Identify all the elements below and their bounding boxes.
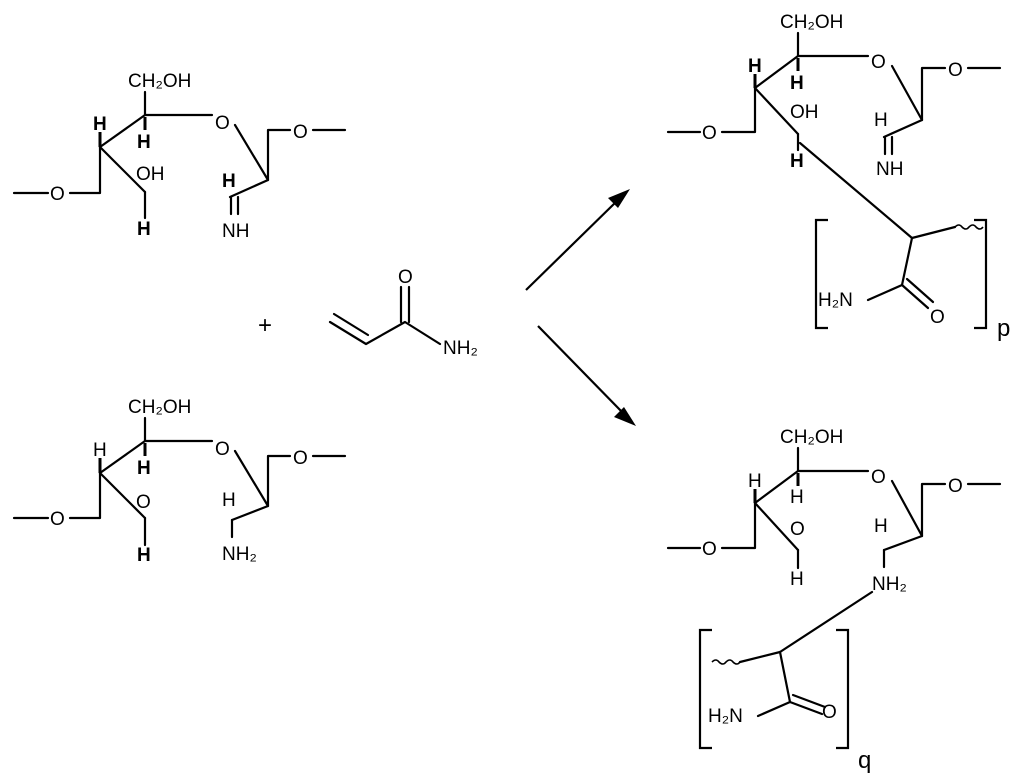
r2-h-upper-left: H bbox=[93, 440, 107, 461]
plus-sign: + bbox=[258, 312, 272, 339]
r2-h-under-ch2oh: H bbox=[137, 458, 151, 479]
p2-h-upper-left: H bbox=[748, 471, 762, 492]
p1-h-lower: H bbox=[790, 151, 804, 172]
p2-ring-oxygen: O bbox=[871, 467, 886, 488]
p1-carbonyl-oxygen: O bbox=[930, 307, 945, 328]
p2-nh2-label: NH₂ bbox=[872, 574, 907, 595]
acrylamide-nh2: NH₂ bbox=[443, 338, 478, 359]
p2-repeat-subscript-q: q bbox=[858, 747, 871, 774]
p1-nh-label: NH bbox=[876, 159, 903, 180]
p2-right-oxygen: O bbox=[948, 476, 963, 497]
p1-h-on-imine-carbon: H bbox=[874, 110, 888, 131]
acrylamide: O NH₂ bbox=[328, 267, 478, 359]
r1-ring-oxygen: O bbox=[215, 113, 230, 134]
p2-h-under-ch2oh: H bbox=[790, 487, 804, 508]
p2-bracket-left bbox=[698, 628, 712, 750]
r1-nh-label: NH bbox=[222, 221, 249, 242]
r2-ring-oxygen-left: O bbox=[50, 509, 65, 530]
p1-right-oxygen: O bbox=[948, 60, 963, 81]
reaction-arrow-lower bbox=[537, 325, 636, 426]
p2-h-lower: H bbox=[790, 569, 804, 590]
p2-bracket-right bbox=[836, 628, 850, 750]
p1-repeat-subscript-p: p bbox=[997, 315, 1010, 342]
reactant-amine-unit: O CH₂OH O O H H H O H NH₂ bbox=[12, 397, 347, 566]
p1-h2n-label: H₂N bbox=[818, 290, 853, 311]
r2-h-on-amine-carbon: H bbox=[222, 490, 236, 511]
p1-ch2oh-label: CH₂OH bbox=[780, 12, 843, 33]
p2-h-on-amine-carbon: H bbox=[874, 516, 888, 537]
r1-h-lower: H bbox=[137, 219, 151, 240]
acrylamide-oxygen: O bbox=[398, 267, 413, 288]
r1-h-under-ch2oh: H bbox=[137, 132, 151, 153]
p2-o-radical-label: O bbox=[790, 519, 805, 540]
r2-h-lower: H bbox=[137, 545, 151, 566]
p1-h-under-ch2oh: H bbox=[790, 73, 804, 94]
r2-right-oxygen: O bbox=[293, 448, 308, 469]
r2-o-radical-label: O bbox=[136, 492, 151, 513]
r1-h-upper-left: H bbox=[93, 114, 107, 135]
product-amine-graft: O CH₂OH O O H H O H H NH₂ H₂N O q bbox=[666, 427, 1002, 774]
p2-carbonyl-oxygen: O bbox=[822, 702, 837, 723]
r1-ring-oxygen-left: O bbox=[50, 184, 65, 205]
p1-ring-oxygen: O bbox=[871, 52, 886, 73]
r1-h-on-imine-carbon: H bbox=[222, 171, 236, 192]
p1-bracket-left bbox=[814, 218, 828, 330]
r1-oh-label: OH bbox=[136, 164, 165, 185]
p2-ch2oh-label: CH₂OH bbox=[780, 427, 843, 448]
p2-h2n-label: H₂N bbox=[708, 706, 743, 727]
product-imine-graft: O CH₂OH O O H H OH H H NH H₂N O p bbox=[666, 12, 1010, 342]
p1-oh-label: OH bbox=[790, 102, 819, 123]
reaction-arrow-upper bbox=[525, 189, 630, 291]
r1-right-oxygen: O bbox=[293, 122, 308, 143]
p1-ring-oxygen-left: O bbox=[702, 123, 717, 144]
p1-h-upper-left: H bbox=[748, 56, 762, 77]
r2-nh2-label: NH₂ bbox=[222, 544, 257, 565]
p1-bracket-right bbox=[974, 218, 988, 330]
r2-ring-oxygen: O bbox=[215, 439, 230, 460]
r2-ch2oh-label: CH₂OH bbox=[128, 397, 191, 418]
r1-ch2oh-label: CH₂OH bbox=[128, 71, 191, 92]
p2-ring-oxygen-left: O bbox=[702, 539, 717, 560]
reactant-imine-unit: O CH₂OH O O H H H OH H NH bbox=[12, 71, 347, 242]
